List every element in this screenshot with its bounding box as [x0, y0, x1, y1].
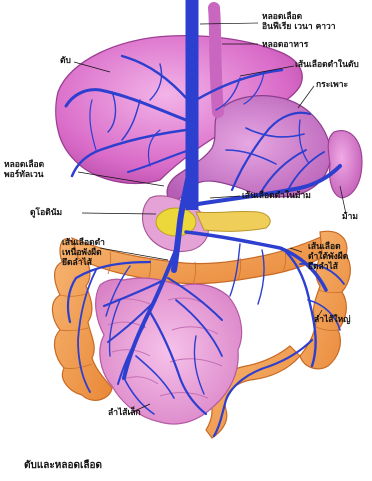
label-splenic-vein: เส้นเลือดดำในม้าม [242, 191, 311, 201]
label-portal-vein: หลอดเลือด พอร์ทัลเวน [4, 160, 44, 180]
label-large-intestine: ลำไส้ใหญ่ [314, 315, 350, 325]
label-hepatic-vein: เส้นเลือดดำในตับ [295, 60, 359, 70]
label-small-intestine: ลำไส้เล็ก [108, 408, 141, 418]
label-liver: ตับ [60, 56, 71, 66]
spleen [328, 131, 362, 198]
label-inferior-mesenteric-vein: เส้นเลือด ดำใต้พังผืด ยึดลำไส้ [308, 242, 348, 272]
label-imv-line1: เส้นเลือด [308, 242, 348, 252]
label-ivc-line1: หลอดเลือด [262, 12, 336, 22]
label-portal-line1: หลอดเลือด [4, 160, 44, 170]
label-portal-line2: พอร์ทัลเวน [4, 170, 44, 180]
label-imv-line3: ยึดลำไส้ [308, 262, 348, 272]
label-esophagus: หลอดอาหาร [262, 40, 308, 50]
label-spleen: ม้าม [342, 212, 358, 222]
label-smv-line1: เส้นเลือดดำ [62, 238, 105, 248]
label-smv-line3: ยึดลำไส้ [62, 258, 105, 268]
label-smv-line2: เหนือพังผืด [62, 248, 105, 258]
label-ivc-line2: อินฟีเรีย เวนา คาวา [262, 22, 336, 32]
figure-caption: ตับและหลอดเลือด [24, 458, 102, 473]
label-superior-mesenteric-vein: เส้นเลือดดำ เหนือพังผืด ยึดลำไส้ [62, 238, 105, 268]
label-duodenum: ดูโอดินัม [30, 208, 62, 218]
label-inferior-vena-cava: หลอดเลือด อินฟีเรีย เวนา คาวา [262, 12, 336, 32]
label-imv-line2: ดำใต้พังผืด [308, 252, 348, 262]
label-stomach: กระเพาะ [316, 80, 348, 90]
